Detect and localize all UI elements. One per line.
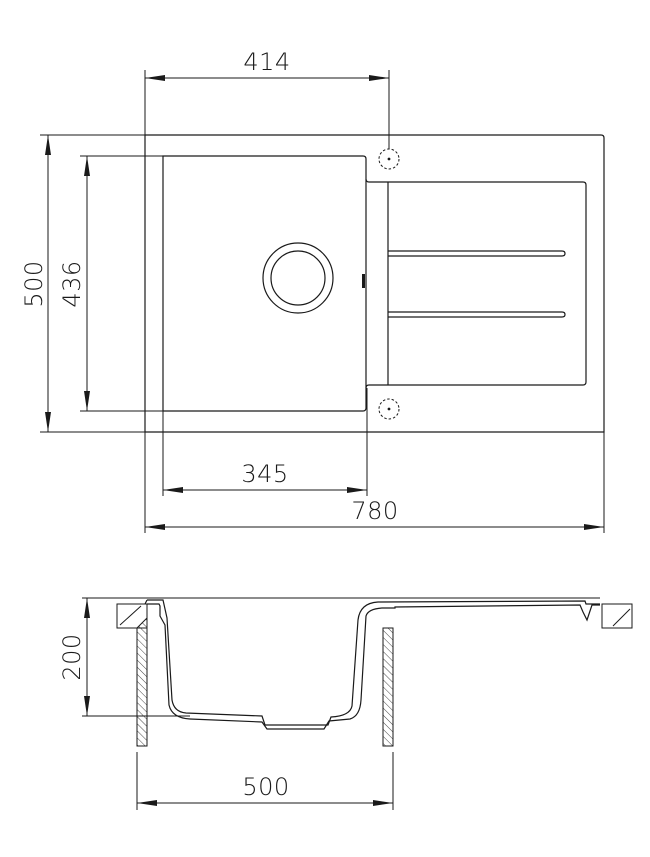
bowl-outline: [162, 155, 367, 412]
dim-780: 780: [144, 432, 605, 533]
dim-label-436: 436: [58, 260, 86, 307]
cabinet-wall-left-bevel: [135, 616, 148, 629]
overflow-icon: [362, 274, 365, 288]
sink-profile-inner: [147, 603, 600, 730]
dim-label-500-cabinet: 500: [242, 773, 289, 801]
drainer-groove-2: [388, 311, 566, 318]
dim-label-780: 780: [351, 497, 398, 525]
dim-label-414: 414: [243, 48, 290, 76]
dim-500-cabinet: 500: [136, 752, 394, 810]
drain-outer-icon: [262, 242, 334, 314]
drain-inner-icon: [270, 250, 326, 306]
sink-outline: [144, 134, 605, 433]
cabinet-wall-left: [136, 627, 148, 747]
dim-414: 414: [144, 48, 390, 149]
dim-345: 345: [162, 388, 368, 496]
drainer-groove-1: [388, 250, 566, 257]
dim-436: 436: [58, 155, 163, 412]
dim-label-345: 345: [241, 460, 288, 488]
tap-hole-bottom-center: [387, 407, 391, 411]
dim-500-depth: 500: [20, 134, 145, 433]
dim-200: 200: [58, 598, 90, 716]
tap-hole-bottom-icon: [378, 398, 400, 420]
cabinet-wall-right: [382, 627, 394, 747]
drainer-step: [365, 178, 587, 389]
countertop-left: [116, 603, 148, 629]
sink-profile-outer: [147, 599, 600, 726]
tap-hole-top-center: [387, 157, 391, 161]
top-view: 414 500 436 345: [20, 48, 605, 533]
dim-label-200: 200: [58, 633, 86, 680]
side-view: 200 500: [58, 597, 633, 810]
dim-label-500-depth: 500: [20, 260, 48, 307]
countertop-right: [601, 603, 633, 629]
sink-profile-outline: [144, 599, 148, 605]
